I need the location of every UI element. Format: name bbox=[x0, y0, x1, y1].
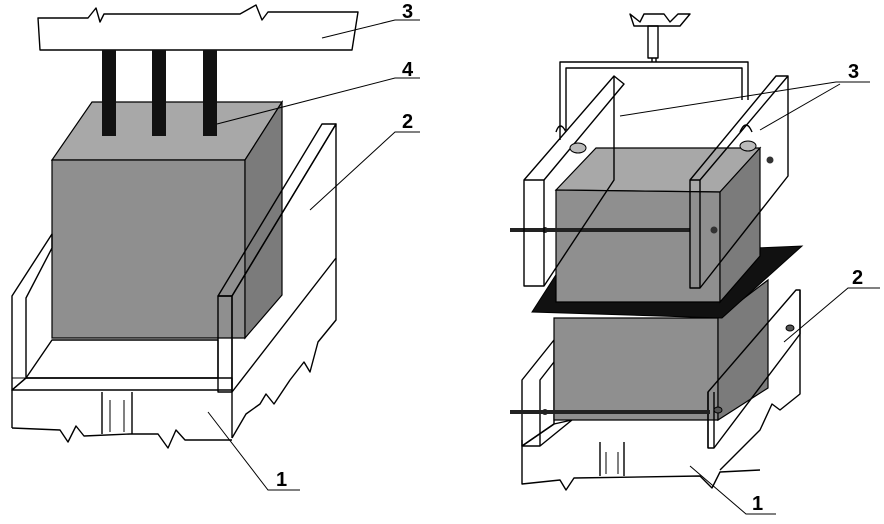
left-rod-2-lower bbox=[152, 100, 166, 136]
label-left-4: 4 bbox=[402, 59, 414, 81]
left-rod-3-lower bbox=[203, 100, 217, 136]
left-specimen-front bbox=[52, 160, 245, 338]
right-lower-tie-rod bbox=[510, 410, 710, 414]
label-right-2: 2 bbox=[852, 267, 863, 289]
label-left-3: 3 bbox=[402, 1, 413, 23]
right-top-hanger bbox=[560, 14, 748, 140]
left-assembly: 3 4 2 1 bbox=[12, 1, 420, 491]
label-left-2: 2 bbox=[402, 111, 413, 133]
right-upper-specimen bbox=[556, 148, 760, 302]
right-upper-tie-rod bbox=[510, 228, 690, 232]
label-right-1: 1 bbox=[752, 493, 763, 515]
left-specimen-block bbox=[52, 102, 282, 338]
label-right-3: 3 bbox=[848, 61, 859, 83]
left-upper-plate bbox=[38, 5, 358, 50]
left-specimen-top bbox=[52, 102, 282, 160]
right-assembly: 3 2 1 bbox=[510, 14, 880, 515]
left-rod-1-lower bbox=[102, 100, 116, 136]
label-left-1: 1 bbox=[276, 469, 287, 491]
